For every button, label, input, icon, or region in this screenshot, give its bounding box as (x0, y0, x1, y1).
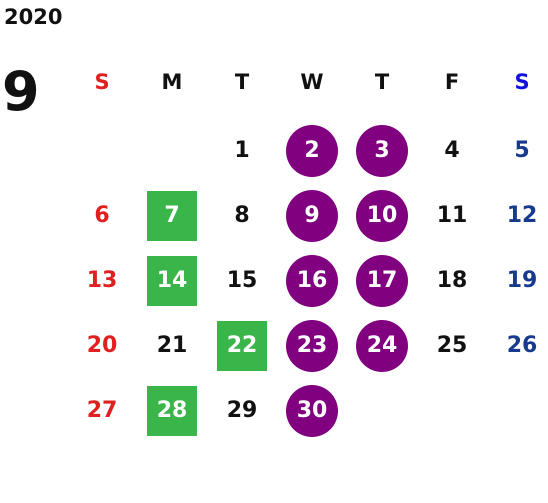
day-cell[interactable]: 13 (86, 268, 118, 293)
day-cell[interactable]: 6 (94, 203, 110, 228)
day-cell[interactable]: 4 (444, 138, 460, 163)
day-cell[interactable]: 23 (286, 320, 338, 372)
day-cell[interactable]: 10 (356, 190, 408, 242)
day-cell[interactable]: 3 (356, 125, 408, 177)
day-cell[interactable]: 21 (156, 333, 188, 358)
day-cell[interactable]: 8 (234, 203, 250, 228)
day-cell[interactable]: 30 (286, 385, 338, 437)
weekday-header-mon: M (161, 69, 183, 94)
weekday-header-thu: T (374, 69, 390, 94)
day-cell[interactable]: 9 (286, 190, 338, 242)
day-cell[interactable]: 20 (86, 333, 118, 358)
day-cell[interactable]: 14 (147, 256, 197, 306)
day-cell[interactable]: 17 (356, 255, 408, 307)
weekday-header-wed: W (300, 69, 324, 94)
day-cell[interactable]: 1 (234, 138, 250, 163)
day-cell[interactable]: 26 (506, 333, 538, 358)
weekday-header-fri: F (444, 69, 460, 94)
weekday-header-sun: S (94, 69, 110, 94)
weekday-header-tue: T (234, 69, 250, 94)
day-cell[interactable]: 11 (436, 203, 468, 228)
day-cell[interactable]: 27 (86, 398, 118, 423)
day-cell[interactable]: 15 (226, 268, 258, 293)
day-cell[interactable]: 28 (147, 386, 197, 436)
weekday-header-sat: S (514, 69, 530, 94)
month-number: 9 (2, 60, 40, 123)
day-cell[interactable]: 12 (506, 203, 538, 228)
day-cell[interactable]: 16 (286, 255, 338, 307)
day-cell[interactable]: 24 (356, 320, 408, 372)
day-cell[interactable]: 2 (286, 125, 338, 177)
day-cell[interactable]: 19 (506, 268, 538, 293)
day-cell[interactable]: 5 (514, 138, 530, 163)
day-cell[interactable]: 7 (147, 191, 197, 241)
year-label: 2020 (4, 5, 63, 29)
day-cell[interactable]: 22 (217, 321, 267, 371)
day-cell[interactable]: 29 (226, 398, 258, 423)
day-cell[interactable]: 25 (436, 333, 468, 358)
day-cell[interactable]: 18 (436, 268, 468, 293)
